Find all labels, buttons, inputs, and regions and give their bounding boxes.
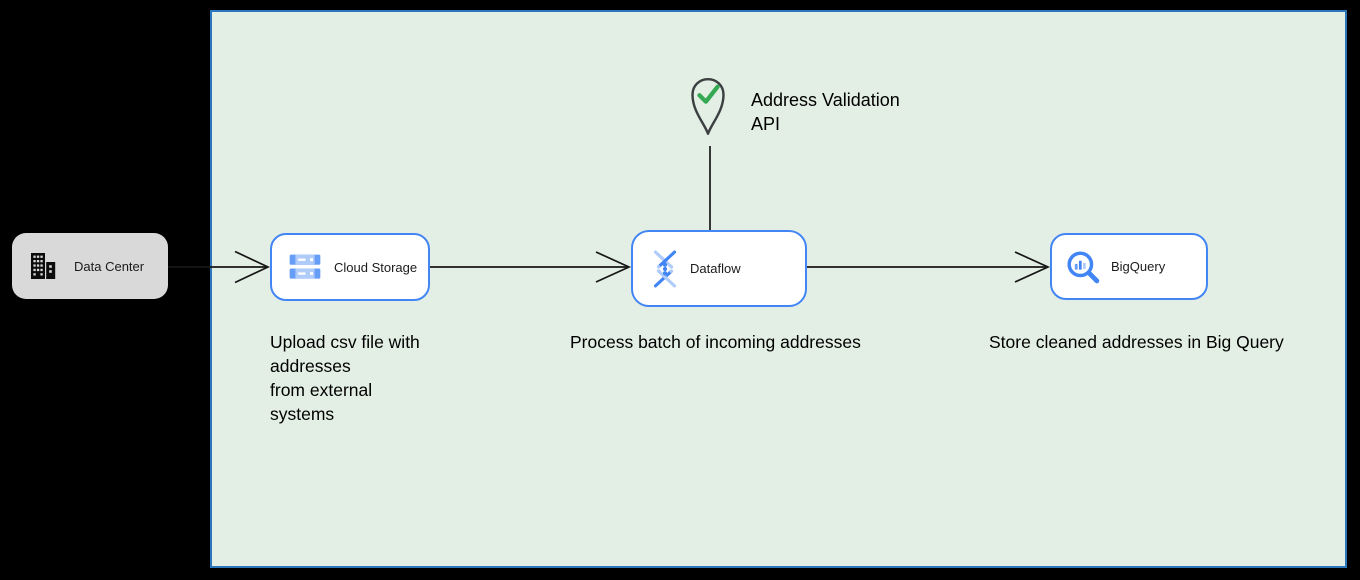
building-icon [31, 253, 56, 279]
cloud-storage-caption: Upload csv file with addresses from exte… [270, 330, 420, 426]
data-center-node[interactable]: Data Center [12, 233, 168, 299]
data-center-label: Data Center [74, 258, 145, 274]
cloud-storage-label: Cloud Storage [334, 259, 418, 275]
dataflow-label: Dataflow [690, 261, 741, 276]
caption-line: Upload csv file with [270, 332, 420, 352]
bigquery-node[interactable]: BigQuery [1050, 233, 1208, 300]
address-validation-api-label: Address Validation API [751, 88, 900, 136]
cloud-storage-icon [289, 254, 321, 279]
location-pin-check-icon [691, 77, 725, 135]
caption-line: systems [270, 404, 335, 424]
bigquery-icon [1067, 250, 1100, 283]
cloud-storage-node[interactable]: Cloud Storage [270, 233, 430, 301]
annotation-line-1: Address Validation [751, 90, 900, 110]
dataflow-icon [653, 250, 677, 287]
dataflow-node[interactable]: Dataflow [631, 230, 807, 307]
bigquery-label: BigQuery [1111, 259, 1166, 274]
pin-outline [691, 77, 725, 135]
dataflow-caption: Process batch of incoming addresses [570, 332, 861, 352]
checkmark-icon [697, 84, 720, 104]
annotation-line-2: API [751, 114, 781, 134]
caption-line: addresses [270, 356, 351, 376]
caption-line: from external [270, 380, 373, 400]
bigquery-caption: Store cleaned addresses in Big Query [989, 332, 1284, 352]
